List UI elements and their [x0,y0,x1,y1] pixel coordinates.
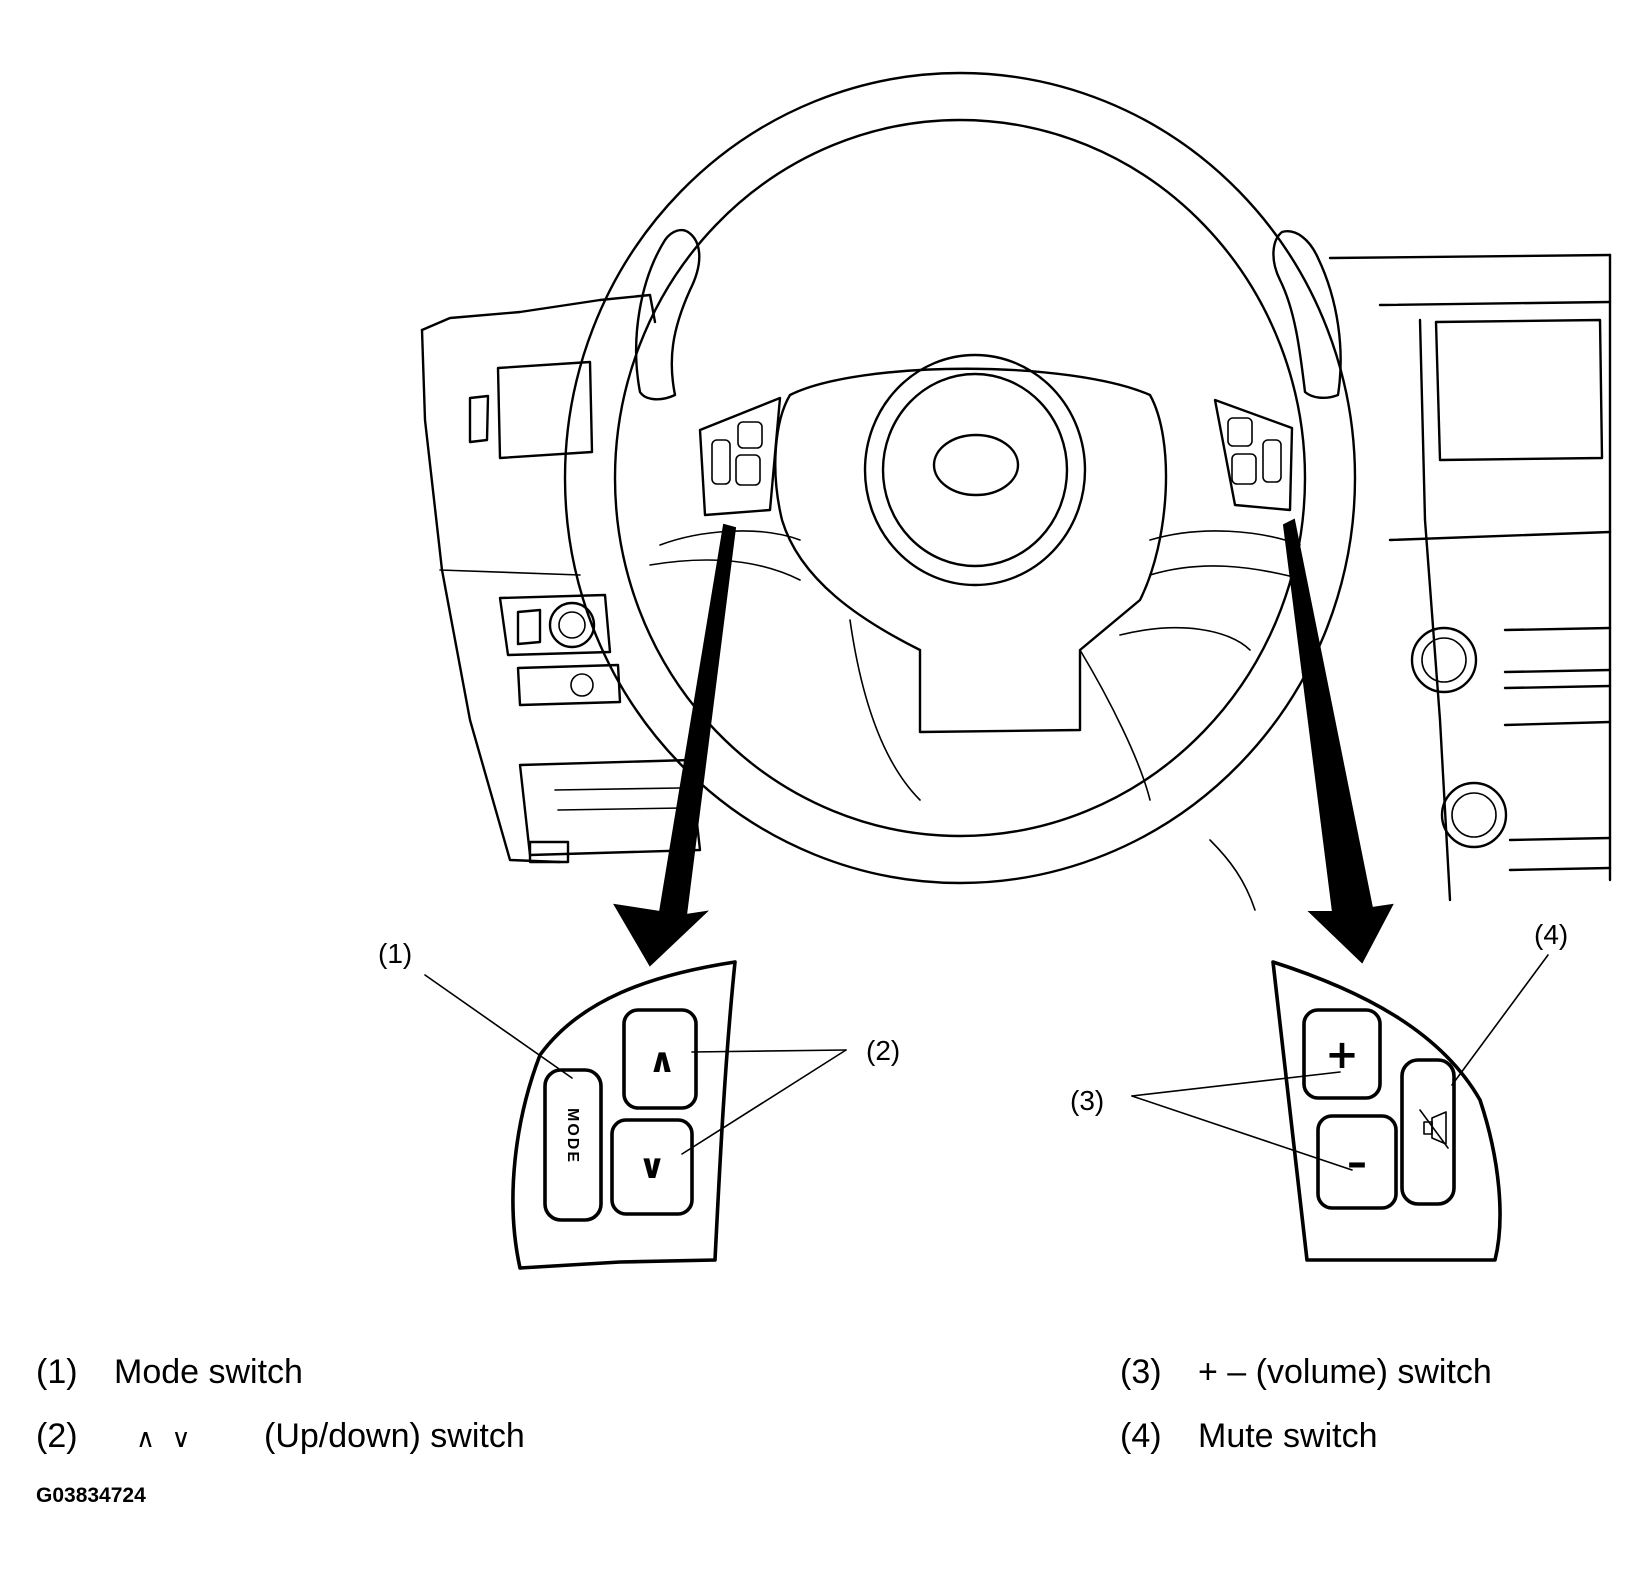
down-button-label: ∨ [638,1147,666,1187]
legend-item-2: (2) ∧ ∨ (Up/down) switch [36,1416,525,1459]
mode-button-label: MODE [564,1108,581,1164]
callout-4: (4) [1534,919,1568,950]
legend-text-1: Mode switch [114,1353,303,1391]
legend-item-3: (3) + – (volume) switch [1120,1352,1492,1392]
up-down-symbols: ∧ ∨ [136,1424,191,1454]
right-switch-enlarged: + – [1271,960,1502,1262]
legend-num-3: (3) [1120,1353,1162,1391]
legend-num-1: (1) [36,1353,78,1391]
callout-1: (1) [378,938,412,969]
down-button[interactable]: ∨ [610,1118,694,1216]
dashboard [420,253,1612,902]
legend-num-4: (4) [1120,1417,1162,1455]
callout-3: (3) [1070,1085,1104,1116]
wheel-switch-left-small [698,396,782,517]
speaker-muted-icon [1419,1109,1449,1149]
up-button[interactable]: ∧ [622,1008,698,1110]
volume-minus-button[interactable]: – [1316,1114,1398,1210]
volume-plus-button[interactable]: + [1302,1008,1382,1100]
legend-num-2: (2) [36,1417,78,1455]
up-button-label: ∧ [648,1041,676,1081]
steering-wheel [563,71,1357,911]
mode-button[interactable]: MODE [543,1068,603,1222]
legend-item-4: (4) Mute switch [1120,1416,1378,1456]
volume-minus-label: – [1347,1140,1367,1186]
leader-lines [424,954,1549,1171]
legend-text-2: (Up/down) switch [264,1417,525,1455]
figure-code: G03834724 [36,1484,146,1507]
wheel-switch-right-small [1213,398,1294,512]
legend-item-1: (1) Mode switch [36,1352,303,1392]
legend-text-3: + – (volume) switch [1198,1353,1492,1391]
mute-button[interactable] [1400,1058,1456,1206]
legend-text-4: Mute switch [1198,1417,1378,1455]
left-switch-enlarged: MODE ∧ ∨ [511,960,737,1270]
callout-2: (2) [866,1035,900,1066]
volume-plus-label: + [1325,1032,1359,1078]
pointer-arrow-icon [613,518,1394,967]
callouts: (1) (2) (3) (4) [378,919,1568,1116]
